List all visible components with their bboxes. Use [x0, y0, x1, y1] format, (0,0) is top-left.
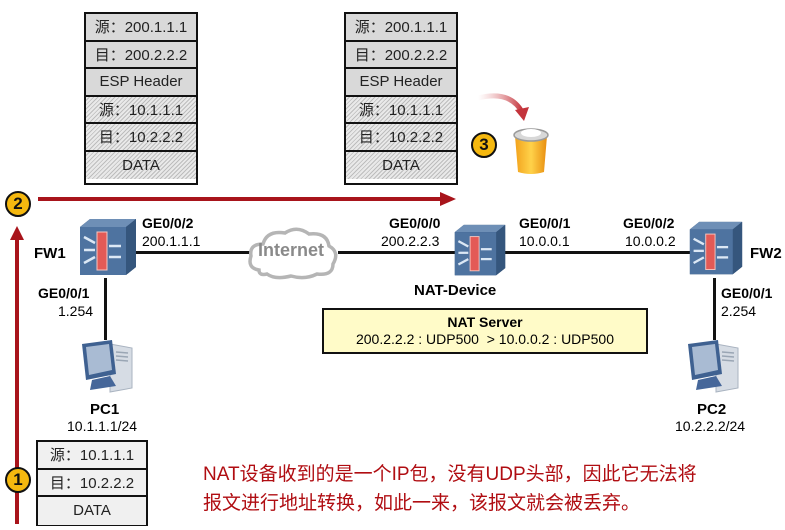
internet-cloud-icon — [248, 227, 338, 280]
step-badge-2: 2 — [5, 191, 31, 217]
device-label-fw1: FW1 — [34, 245, 66, 262]
link-internet-nat — [338, 251, 458, 254]
device-label-pc2: PC2 — [697, 401, 727, 418]
flow-arrow-up-head — [10, 226, 24, 240]
pc-icon-pc1 — [82, 340, 133, 393]
packet-row: DATA — [346, 151, 456, 179]
nat-server-box: NAT Server 200.2.2.2 : UDP500 > 10.0.0.2… — [322, 308, 648, 354]
packet-row: 目：200.2.2.2 — [86, 41, 196, 69]
packet-row: ESP Header — [346, 69, 456, 97]
device-label-pc1: PC1 — [90, 401, 120, 418]
fw1-uplink-ip: 200.1.1.1 — [142, 233, 201, 249]
nat-left-ip: 200.2.2.3 — [381, 233, 440, 249]
fw1-downlink-interface: GE0/0/1 — [38, 285, 90, 301]
fw2-downlink-interface: GE0/0/1 — [721, 285, 773, 301]
step-badge-1: 1 — [5, 467, 31, 493]
packet-row: 源：200.1.1.1 — [346, 14, 456, 42]
nat-server-mapping: 200.2.2.2 : UDP500 > 10.0.0.2 : UDP500 — [355, 331, 614, 347]
pc2-ip: 10.2.2.2/24 — [675, 418, 746, 434]
fw1-uplink-interface: GE0/0/2 — [142, 215, 194, 231]
device-label-fw2: FW2 — [750, 245, 782, 262]
pc-icon-pc2 — [688, 340, 739, 393]
packet-row: 源：10.1.1.1 — [346, 96, 456, 124]
trash-can-icon — [513, 128, 549, 174]
explanation-line-2: 报文进行地址转换，如此一来，该报文就会被丢弃。 — [203, 493, 641, 514]
packet-row: 源：10.1.1.1 — [38, 442, 146, 470]
fw1-downlink-ip: 1.254 — [58, 303, 94, 319]
nat-right-interface: GE0/0/1 — [519, 215, 571, 231]
drop-arrow — [477, 93, 525, 114]
device-label-nat-device: NAT-Device — [414, 282, 497, 299]
link-fw2-pc2 — [713, 278, 716, 340]
firewall-icon-fw1 — [80, 219, 136, 275]
internet-label: Internet — [258, 240, 325, 260]
fw2-uplink-ip: 10.0.0.2 — [625, 233, 676, 249]
link-nat-fw2 — [505, 251, 690, 254]
packet-row: 源：10.1.1.1 — [86, 96, 196, 124]
packet-original: 源：10.1.1.1 目：10.2.2.2 DATA — [36, 440, 148, 526]
nat-right-ip: 10.0.0.1 — [519, 233, 570, 249]
packet-row: 目：200.2.2.2 — [346, 41, 456, 69]
packet-row: 目：10.2.2.2 — [86, 124, 196, 152]
firewall-icon-nat-device — [454, 224, 506, 276]
explanation-line-1: NAT设备收到的是一个IP包，没有UDP头部，因此它无法将 — [203, 464, 697, 485]
packet-row: 目：10.2.2.2 — [346, 124, 456, 152]
nat-left-interface: GE0/0/0 — [389, 215, 441, 231]
nat-server-title: NAT Server — [447, 314, 523, 330]
packet-row: 源：200.1.1.1 — [86, 14, 196, 42]
flow-arrow-right-head — [440, 192, 456, 206]
pc1-ip: 10.1.1.1/24 — [67, 418, 138, 434]
packet-encrypted-before: 源：200.1.1.1 目：200.2.2.2 ESP Header 源：10.… — [84, 12, 198, 185]
link-fw1-internet — [135, 251, 250, 254]
packet-row: ESP Header — [86, 69, 196, 97]
step-badge-3: 3 — [471, 132, 497, 158]
drop-arrow-head — [515, 107, 529, 121]
packet-row: 目：10.2.2.2 — [38, 469, 146, 497]
packet-row: DATA — [86, 151, 196, 179]
link-fw1-pc1 — [104, 278, 107, 340]
fw2-downlink-ip: 2.254 — [721, 303, 757, 319]
packet-encrypted-dropped: 源：200.1.1.1 目：200.2.2.2 ESP Header 源：10.… — [344, 12, 458, 185]
explanation-note: NAT设备收到的是一个IP包，没有UDP头部，因此它无法将 报文进行地址转换，如… — [203, 460, 697, 518]
fw2-uplink-interface: GE0/0/2 — [623, 215, 675, 231]
packet-row: DATA — [38, 497, 146, 525]
firewall-icon-fw2 — [689, 221, 743, 275]
